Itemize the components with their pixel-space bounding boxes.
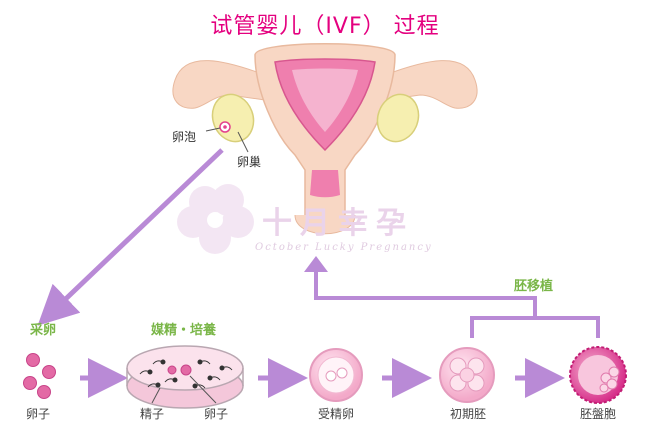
sperm-label: 精子 (140, 407, 165, 421)
petri-dish (126, 345, 244, 409)
uterus-illustration (172, 43, 478, 235)
transfer-connector (314, 268, 600, 338)
early-embryo-label: 初期胚 (450, 407, 487, 421)
follicle-label: 卵泡 (172, 130, 197, 144)
blastocyst-label: 胚盤胞 (580, 407, 617, 421)
watermark-tagline: October Lucky Pregnancy (255, 242, 433, 253)
right-ovary (376, 93, 420, 143)
step-transfer-label: 胚移植 (514, 279, 554, 294)
egg-cluster (23, 353, 56, 399)
watermark-logo (177, 184, 254, 254)
egg-label: 卵子 (26, 407, 51, 421)
retrieval-arrow (37, 148, 224, 326)
transfer-arrowhead (304, 256, 328, 272)
step-fertilization-label: 媒精・培養 (151, 323, 217, 338)
blastocyst (569, 346, 627, 404)
dish-egg-label: 卵子 (204, 407, 229, 421)
fertilized-egg-label: 受精卵 (318, 407, 355, 421)
ovary-label: 卵巢 (237, 155, 262, 169)
step-retrieval-label: 采卵 (30, 323, 57, 338)
fertilized-egg (309, 348, 363, 402)
watermark-brand: 十月幸孕 (262, 206, 414, 241)
early-embryo (439, 347, 495, 403)
page-title: 试管婴儿（IVF） 过程 (210, 14, 440, 39)
